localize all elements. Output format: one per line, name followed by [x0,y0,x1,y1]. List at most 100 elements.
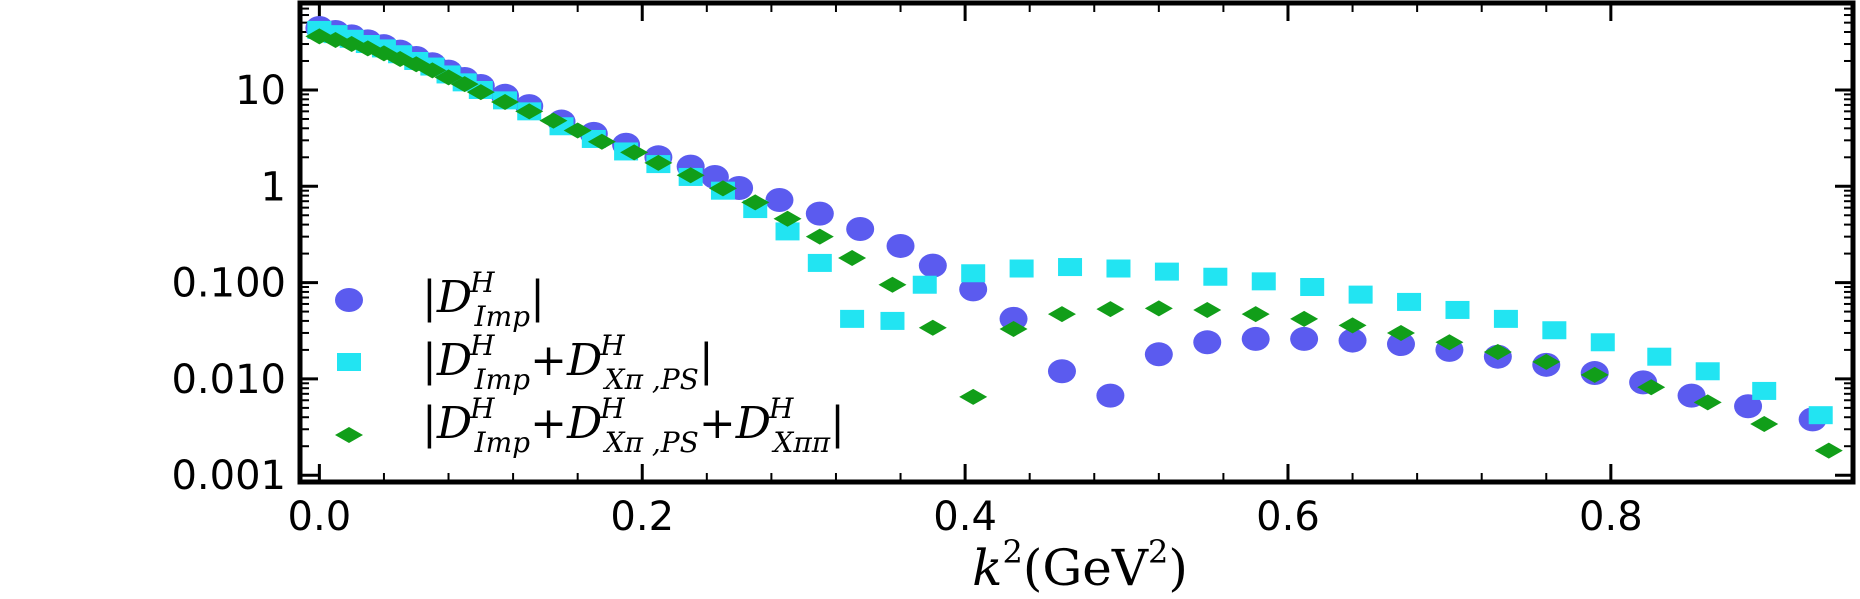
data-point-imp_ps_pipi [620,144,649,161]
x-tick-label: 0.6 [1256,494,1320,540]
data-point-imp_ps_pipi [515,103,544,120]
data-point-imp_ps [1542,321,1567,340]
x-tick-label: 0.4 [933,494,997,540]
data-point-imp [918,253,947,278]
data-point-imp_ps_pipi [466,84,495,101]
data-point-imp_ps_pipi [999,320,1028,337]
data-point-imp_ps [1154,262,1179,281]
data-point-imp_ps_pipi [418,62,447,79]
data-point-imp [1096,383,1125,408]
data-point-imp_ps_pipi [1637,379,1666,396]
data-point-imp_ps_pipi [838,250,867,267]
data-point-imp [765,188,794,213]
data-point-imp_ps_pipi [1483,344,1512,361]
data-point-imp [1047,359,1076,384]
data-point-imp [959,277,988,302]
data-point-imp_ps_pipi [1435,334,1464,351]
data-point-imp_ps_pipi [1532,353,1561,370]
data-point-imp [1193,330,1222,355]
data-point-imp_ps [1203,267,1228,286]
data-point-imp [1338,328,1367,353]
data-point-imp_ps_pipi [918,319,947,336]
data-point-imp_ps_pipi [587,133,616,150]
data-point-imp_ps_pipi [386,50,415,67]
data-point-imp_ps [1647,347,1672,366]
legend-marker-imp-ps-pipi [335,427,363,443]
data-point-imp_ps_pipi [741,194,770,211]
data-point-imp_ps [1009,259,1034,278]
data-point-imp_ps_pipi [1241,306,1270,323]
data-point-imp_ps_pipi [1193,301,1222,318]
data-point-imp_ps [807,253,832,272]
data-point-imp_ps [1808,406,1833,425]
y-tick-label: 0.010 [171,357,286,403]
data-point-imp [805,201,834,226]
data-point-imp [999,306,1028,331]
data-point-imp [1734,394,1763,419]
data-point-imp_ps [1695,362,1720,381]
data-point-imp_ps [1752,381,1777,400]
data-point-imp_ps_pipi [805,228,834,245]
data-point-imp_ps_pipi [450,76,479,93]
data-point-imp_ps [1058,258,1083,277]
y-tick-label: 0.100 [171,261,286,307]
legend-symbol [337,353,361,371]
data-point-imp_ps [840,309,865,328]
data-point-imp_ps [1445,300,1470,319]
data-point-imp [1241,326,1270,351]
legend-symbol [335,288,363,312]
data-point-imp_ps_pipi [563,122,592,139]
data-point-imp_ps [1300,277,1325,296]
data-point-imp_ps [1106,259,1131,278]
plot-frame [297,0,1856,485]
data-point-imp [886,233,915,258]
data-point-imp_ps_pipi [878,276,907,293]
y-tick-label: 1 [261,164,286,210]
data-point-imp_ps [1348,285,1373,304]
data-point-imp_ps_pipi [1386,324,1415,341]
data-point-imp_ps_pipi [708,180,737,197]
data-point-imp_ps [880,311,905,330]
data-point-imp_ps_pipi [1290,310,1319,327]
y-tick-label: 0.001 [171,453,286,499]
data-point-imp [1386,332,1415,357]
data-point-imp_ps_pipi [1144,300,1173,317]
series-imp_ps_pipi [305,28,1843,459]
data-point-imp_ps_pipi [1047,306,1076,323]
data-point-imp_ps_pipi [539,112,568,129]
data-point-imp [1144,342,1173,367]
data-point-imp_ps_pipi [1693,394,1722,411]
data-point-imp [846,217,875,242]
data-point-imp_ps_pipi [491,94,520,111]
data-point-imp_ps [1590,333,1615,352]
x-tick-label: 0.0 [288,494,352,540]
data-point-imp_ps [1397,292,1422,311]
data-point-imp [1290,326,1319,351]
data-points [305,16,1843,459]
data-point-imp_ps [775,222,800,241]
data-point-imp_ps [1251,272,1276,291]
data-point-imp_ps_pipi [644,154,673,171]
data-point-imp_ps_pipi [1814,442,1843,459]
data-point-imp_ps_pipi [959,388,988,405]
legend-marker-imp-ps [337,353,361,371]
legend-symbol [335,427,363,443]
data-point-imp_ps_pipi [1096,301,1125,318]
data-point-imp_ps_pipi [1338,317,1367,334]
data-point-imp_ps_pipi [676,167,705,184]
data-point-imp_ps_pipi [773,210,802,227]
data-point-imp_ps_pipi [1750,416,1779,433]
data-point-imp_ps [912,275,937,294]
data-point-imp_ps_pipi [1580,366,1609,383]
data-point-imp_ps [961,264,986,283]
data-point-imp_ps [1493,309,1518,328]
x-axis-label: k2(GeV2) [972,533,1188,597]
y-tick-label: 10 [235,68,286,114]
x-tick-label: 0.8 [1579,494,1643,540]
